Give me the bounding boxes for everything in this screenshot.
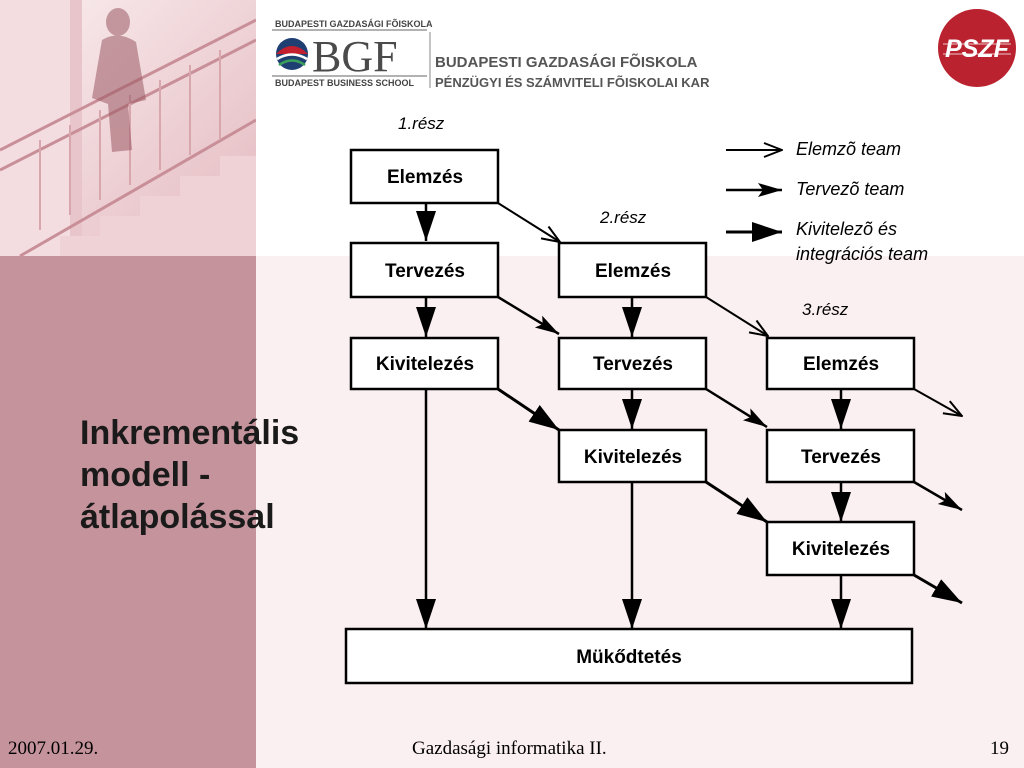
box-analysis-part1 (349, 148, 500, 205)
box-operation (344, 627, 914, 685)
box-analysis-part2 (557, 241, 708, 299)
slide-title: Inkrementális modell - átlapolással (80, 412, 350, 538)
box-analysis-part3-label: Elemzés (803, 354, 879, 375)
legend: Elemzõ team Tervezõ team Kivitelezõ és i… (726, 139, 928, 264)
box-implementation-part2 (557, 428, 708, 484)
box-design-part2-label: Tervezés (593, 354, 673, 375)
pszf-logo: PSZF (938, 9, 1016, 87)
box-analysis-part2-label: Elemzés (595, 261, 671, 282)
box-implementation-part3-label: Kivitelezés (792, 539, 890, 560)
staircase-photo (0, 0, 256, 256)
legend-implementer-team-line2: integrációs team (796, 244, 928, 264)
box-design-part1-label: Tervezés (385, 261, 465, 282)
footer-page-number: 19 (990, 738, 1009, 759)
handoff-arrows (497, 202, 962, 605)
box-implementation-part3 (765, 520, 916, 577)
legend-designer-team: Tervezõ team (796, 179, 904, 199)
faculty-name: PÉNZÜGYI ÉS SZÁMVITELI FÕISKOLAI KAR (435, 75, 710, 90)
pszf-logo-mark: PSZF (945, 35, 1010, 63)
title-line-2: modell - (80, 456, 211, 494)
vertical-arrows (416, 203, 851, 629)
part-label-1: 1.rész (398, 114, 445, 133)
footer-date: 2007.01.29. (8, 738, 99, 759)
part-label-2: 2.rész (599, 208, 647, 227)
box-design-part3 (765, 428, 916, 484)
bgf-logo: BUDAPESTI GAZDASÁGI FÕISKOLA BGF BUDAPES… (272, 19, 710, 90)
box-design-part3-label: Tervezés (801, 447, 881, 468)
bgf-logo-mark: BGF (312, 32, 398, 81)
box-analysis-part3 (765, 336, 916, 391)
footer-course-title: Gazdasági informatika II. (412, 738, 607, 759)
box-implementation-part2-label: Kivitelezés (584, 447, 682, 468)
bgf-logo-top-line: BUDAPESTI GAZDASÁGI FÕISKOLA (275, 19, 433, 29)
legend-implementer-team-line1: Kivitelezõ és (796, 219, 897, 239)
left-color-band (0, 256, 256, 768)
title-line-1: Inkrementális (80, 414, 300, 452)
part-label-3: 3.rész (802, 300, 849, 319)
bgf-globe-icon (276, 38, 308, 70)
legend-analyst-team: Elemzõ team (796, 139, 901, 159)
box-design-part2 (557, 336, 708, 391)
bgf-logo-bottom-line: BUDAPEST BUSINESS SCHOOL (275, 78, 415, 88)
title-line-3: átlapolással (80, 498, 275, 536)
box-operation-label: Mükődtetés (576, 647, 682, 668)
box-design-part1 (349, 241, 500, 299)
box-implementation-part1 (349, 336, 500, 391)
box-analysis-part1-label: Elemzés (387, 167, 463, 188)
box-implementation-part1-label: Kivitelezés (376, 354, 474, 375)
school-name: BUDAPESTI GAZDASÁGI FÕISKOLA (435, 53, 698, 71)
